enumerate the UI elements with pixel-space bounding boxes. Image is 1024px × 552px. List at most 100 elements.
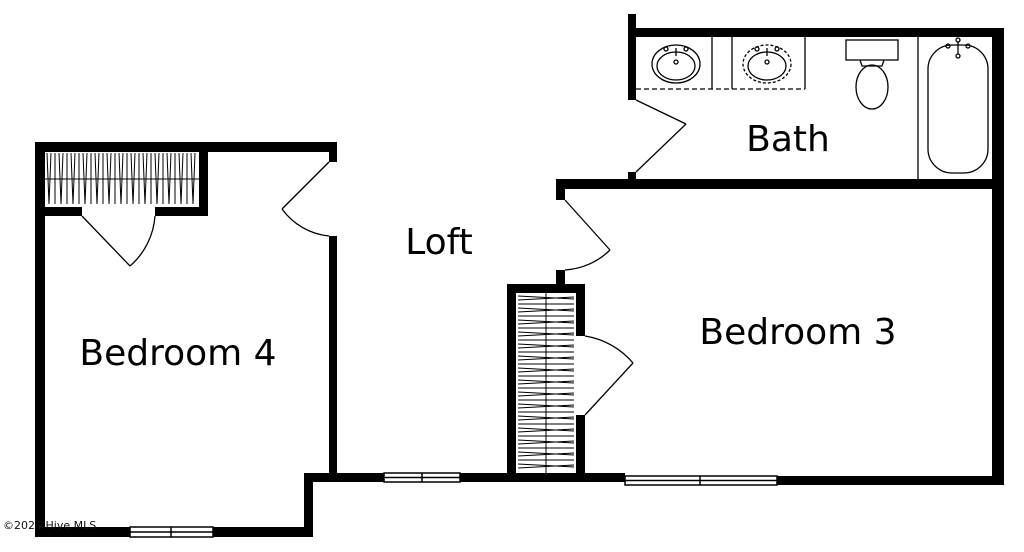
hanger-stroke <box>118 152 122 205</box>
hanger-stroke <box>178 152 182 205</box>
room-label-bedroom3: Bedroom 3 <box>699 312 896 353</box>
hanger-stroke <box>517 355 575 360</box>
wall-right-exterior <box>992 28 1004 485</box>
hanger-stroke <box>72 152 76 205</box>
wall-bedroom4-left <box>35 142 45 537</box>
hanger-stroke <box>517 452 575 457</box>
hanger-stroke <box>517 295 575 300</box>
hanger-stroke <box>517 308 575 313</box>
door-closet4 <box>81 215 156 267</box>
wall-bath-bedroom3-divider <box>556 179 1004 189</box>
closet4-hangers <box>45 152 199 205</box>
wall-closet4-bottom-left <box>35 207 82 216</box>
wall-bedroom4-right-lower <box>329 236 337 481</box>
hanger-stroke <box>60 152 64 205</box>
door-bath <box>635 99 687 173</box>
hanger-stroke <box>144 152 148 205</box>
windows <box>129 472 778 538</box>
wall-closet3-top <box>507 284 585 293</box>
room-label-bedroom4: Bedroom 4 <box>79 333 276 374</box>
hanger-stroke <box>70 152 74 205</box>
hanger-stroke <box>517 380 575 385</box>
hanger-stroke <box>46 152 50 205</box>
wall-closet4-right <box>199 142 208 216</box>
hanger-stroke <box>517 403 575 408</box>
hanger-stroke <box>517 296 575 301</box>
hanger-stroke <box>517 404 575 409</box>
hanger-stroke <box>166 152 170 205</box>
wall-closet3-left <box>507 284 516 482</box>
wall-closet4-bottom-right <box>155 207 208 216</box>
room-label-loft: Loft <box>405 222 473 263</box>
wall-bedroom4-bottom-left <box>35 527 130 537</box>
bathtub-icon <box>917 37 989 179</box>
hanger-stroke <box>58 152 62 205</box>
hanger-stroke <box>517 379 575 384</box>
wall-bath-left-stub <box>628 14 636 100</box>
wall-closet3-right-upper <box>576 284 585 336</box>
hanger-stroke <box>517 331 575 336</box>
hanger-stroke <box>517 464 575 469</box>
hanger-stroke <box>517 307 575 312</box>
sink-icon <box>742 44 792 84</box>
wall-bath-top <box>628 28 1004 37</box>
hanger-stroke <box>517 332 575 337</box>
doors <box>81 99 687 416</box>
hanger-stroke <box>48 152 52 205</box>
hanger-stroke <box>517 415 575 420</box>
hanger-stroke <box>168 152 172 205</box>
hanger-stroke <box>517 356 575 361</box>
wall-bottom-loft <box>460 473 625 482</box>
bath-fixtures <box>636 37 989 179</box>
hanger-stroke <box>84 152 88 205</box>
hanger-stroke <box>156 152 160 205</box>
hanger-stroke <box>190 152 194 205</box>
hanger-stroke <box>517 367 575 372</box>
hanger-stroke <box>517 368 575 373</box>
door-bedroom4 <box>281 161 330 237</box>
hanger-stroke <box>94 152 98 205</box>
hanger-stroke <box>96 152 100 205</box>
hanger-stroke <box>517 320 575 325</box>
walls <box>35 14 1004 537</box>
hanger-stroke <box>517 391 575 396</box>
wall-bedroom4-bottom-right <box>213 527 313 537</box>
wall-bedroom3-door-stub-bottom <box>556 270 565 285</box>
room-label-bath: Bath <box>746 119 830 160</box>
toilet-icon <box>845 39 899 110</box>
copyright-watermark: ©2024 Hive MLS <box>3 519 97 532</box>
wall-bedroom3-door-stub-top <box>556 179 565 200</box>
hanger-stroke <box>192 152 196 205</box>
hanger-stroke <box>106 152 110 205</box>
hanger-stroke <box>82 152 86 205</box>
hanger-stroke <box>120 152 124 205</box>
wall-jog-top <box>304 473 384 482</box>
hanger-stroke <box>517 451 575 456</box>
hanger-stroke <box>130 152 134 205</box>
hanger-stroke <box>517 440 575 445</box>
window-loft <box>383 472 461 483</box>
hanger-stroke <box>180 152 184 205</box>
door-closet3 <box>584 335 634 416</box>
hanger-stroke <box>517 416 575 421</box>
hanger-stroke <box>517 428 575 433</box>
hanger-stroke <box>517 392 575 397</box>
door-bedroom3 <box>564 199 611 271</box>
hanger-stroke <box>108 152 112 205</box>
hanger-stroke <box>142 152 146 205</box>
window-bedroom4 <box>129 526 214 538</box>
wall-bottom-bedroom3 <box>777 476 1004 485</box>
wall-closet3-right-lower <box>576 415 585 482</box>
wall-bedroom4-top <box>35 142 337 152</box>
window-bedroom3 <box>624 475 778 486</box>
hanger-stroke <box>517 344 575 349</box>
wall-bedroom4-right-upper <box>329 142 337 162</box>
hanger-stroke <box>517 343 575 348</box>
hanger-stroke <box>517 463 575 468</box>
hanger-stroke <box>154 152 158 205</box>
sink-icon <box>651 44 701 84</box>
hanger-stroke <box>132 152 136 205</box>
hanger-stroke <box>517 427 575 432</box>
wall-jog-vertical <box>304 473 313 537</box>
